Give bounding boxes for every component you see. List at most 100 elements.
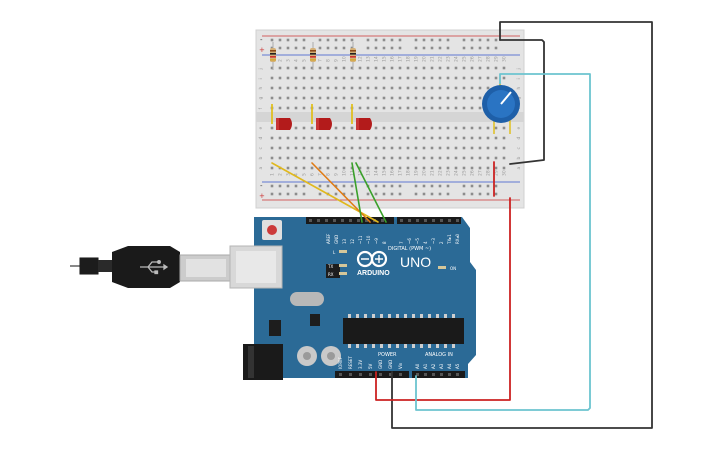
breadboard-hole[interactable] [422, 66, 426, 70]
breadboard-hole[interactable] [342, 146, 346, 150]
breadboard-hole[interactable] [486, 86, 490, 90]
wire-black-pot[interactable] [499, 39, 545, 165]
breadboard-hole[interactable] [302, 46, 306, 50]
breadboard-hole[interactable] [494, 38, 498, 42]
breadboard-hole[interactable] [270, 166, 274, 170]
breadboard-hole[interactable] [494, 46, 498, 50]
breadboard-hole[interactable] [502, 126, 506, 130]
breadboard-hole[interactable] [454, 76, 458, 80]
breadboard-hole[interactable] [438, 156, 442, 160]
led-1[interactable] [271, 104, 292, 130]
breadboard-hole[interactable] [302, 156, 306, 160]
breadboard-hole[interactable] [302, 96, 306, 100]
breadboard-hole[interactable] [318, 106, 322, 110]
breadboard-hole[interactable] [294, 66, 298, 70]
breadboard-hole[interactable] [486, 184, 490, 188]
breadboard-hole[interactable] [374, 96, 378, 100]
breadboard-hole[interactable] [294, 192, 298, 196]
breadboard-hole[interactable] [470, 46, 474, 50]
breadboard-hole[interactable] [382, 76, 386, 80]
breadboard-hole[interactable] [278, 156, 282, 160]
breadboard-hole[interactable] [342, 38, 346, 42]
breadboard-hole[interactable] [414, 136, 418, 140]
breadboard-hole[interactable] [318, 66, 322, 70]
breadboard-hole[interactable] [414, 156, 418, 160]
breadboard-hole[interactable] [374, 136, 378, 140]
breadboard-hole[interactable] [390, 192, 394, 196]
usb-cable[interactable] [70, 246, 233, 288]
breadboard-hole[interactable] [382, 96, 386, 100]
breadboard-hole[interactable] [454, 66, 458, 70]
breadboard-hole[interactable] [502, 136, 506, 140]
breadboard-hole[interactable] [422, 136, 426, 140]
breadboard-hole[interactable] [446, 76, 450, 80]
breadboard-hole[interactable] [326, 184, 330, 188]
breadboard-hole[interactable] [446, 126, 450, 130]
breadboard-hole[interactable] [398, 86, 402, 90]
breadboard-hole[interactable] [270, 38, 274, 42]
breadboard-hole[interactable] [366, 106, 370, 110]
breadboard-hole[interactable] [470, 106, 474, 110]
breadboard-hole[interactable] [270, 66, 274, 70]
breadboard-hole[interactable] [462, 76, 466, 80]
breadboard-hole[interactable] [318, 166, 322, 170]
breadboard-hole[interactable] [446, 38, 450, 42]
breadboard-hole[interactable] [334, 136, 338, 140]
breadboard-hole[interactable] [390, 126, 394, 130]
breadboard-hole[interactable] [494, 126, 498, 130]
breadboard-hole[interactable] [422, 192, 426, 196]
breadboard-hole[interactable] [326, 38, 330, 42]
breadboard-hole[interactable] [478, 146, 482, 150]
wire-black-gnd[interactable] [391, 21, 653, 429]
breadboard-hole[interactable] [358, 106, 362, 110]
breadboard-hole[interactable] [438, 66, 442, 70]
breadboard-hole[interactable] [454, 86, 458, 90]
breadboard-hole[interactable] [350, 166, 354, 170]
breadboard-hole[interactable] [286, 156, 290, 160]
breadboard-hole[interactable] [374, 76, 378, 80]
breadboard-hole[interactable] [350, 66, 354, 70]
breadboard-hole[interactable] [414, 96, 418, 100]
breadboard-hole[interactable] [342, 76, 346, 80]
breadboard-hole[interactable] [294, 86, 298, 90]
breadboard-hole[interactable] [486, 166, 490, 170]
breadboard-hole[interactable] [422, 166, 426, 170]
breadboard-hole[interactable] [438, 146, 442, 150]
breadboard-hole[interactable] [414, 38, 418, 42]
breadboard-hole[interactable] [430, 126, 434, 130]
breadboard-hole[interactable] [430, 96, 434, 100]
breadboard-hole[interactable] [494, 156, 498, 160]
breadboard-hole[interactable] [430, 136, 434, 140]
breadboard-hole[interactable] [462, 96, 466, 100]
breadboard-hole[interactable] [390, 76, 394, 80]
breadboard-hole[interactable] [438, 106, 442, 110]
breadboard-hole[interactable] [286, 46, 290, 50]
breadboard-hole[interactable] [374, 166, 378, 170]
breadboard-hole[interactable] [406, 146, 410, 150]
breadboard-hole[interactable] [390, 66, 394, 70]
breadboard-hole[interactable] [486, 38, 490, 42]
breadboard-hole[interactable] [414, 166, 418, 170]
breadboard-hole[interactable] [470, 38, 474, 42]
breadboard-hole[interactable] [342, 184, 346, 188]
breadboard-hole[interactable] [470, 96, 474, 100]
breadboard-hole[interactable] [446, 66, 450, 70]
breadboard-hole[interactable] [406, 76, 410, 80]
breadboard-hole[interactable] [342, 46, 346, 50]
breadboard-hole[interactable] [462, 106, 466, 110]
breadboard-hole[interactable] [342, 136, 346, 140]
breadboard-hole[interactable] [382, 192, 386, 196]
breadboard-hole[interactable] [302, 126, 306, 130]
breadboard-hole[interactable] [302, 76, 306, 80]
breadboard-hole[interactable] [502, 166, 506, 170]
breadboard-hole[interactable] [334, 86, 338, 90]
breadboard-hole[interactable] [374, 86, 378, 90]
breadboard-hole[interactable] [270, 156, 274, 160]
breadboard-hole[interactable] [478, 76, 482, 80]
breadboard-hole[interactable] [366, 156, 370, 160]
breadboard-hole[interactable] [446, 184, 450, 188]
breadboard-hole[interactable] [374, 46, 378, 50]
breadboard-hole[interactable] [302, 136, 306, 140]
breadboard-hole[interactable] [334, 96, 338, 100]
